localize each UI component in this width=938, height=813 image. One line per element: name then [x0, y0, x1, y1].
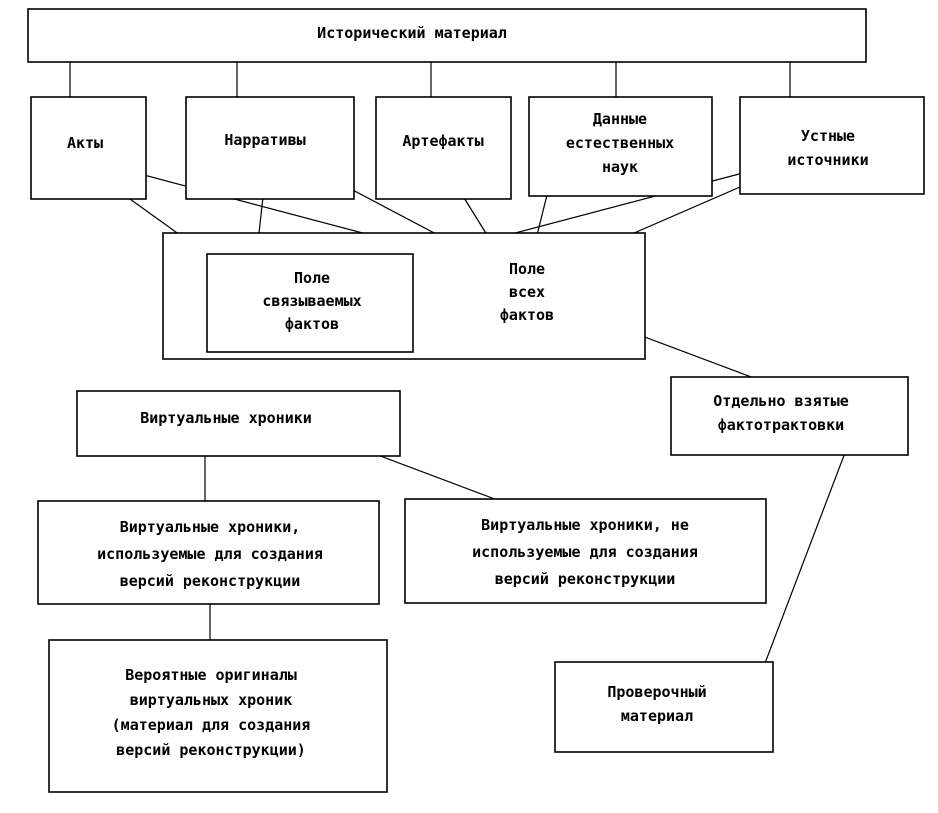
- virtual-chronicles-unused-box: [404, 498, 767, 604]
- label-line: используемые для создания: [97, 545, 323, 563]
- natural-science-data-label: Данные естественных наук: [566, 110, 674, 176]
- label-line: Проверочный: [607, 683, 706, 701]
- label-line: Поле: [509, 260, 545, 278]
- label-line: Отдельно взятые: [713, 392, 848, 410]
- acts-label: Акты: [67, 134, 103, 152]
- label-line: фактотрактовки: [718, 416, 844, 434]
- oral-sources-label: Устные источники: [787, 127, 868, 169]
- label-line: Виртуальные хроники: [140, 409, 312, 427]
- separate-fact-interpretations-label: Отдельно взятые фактотрактовки: [713, 392, 848, 434]
- label-line: фактов: [285, 315, 339, 333]
- field-of-all-facts-label: Поле всех фактов: [500, 260, 554, 324]
- label-line: Артефакты: [402, 132, 483, 150]
- artifacts-box: [375, 96, 512, 200]
- virtual-chronicles-used-label: Виртуальные хроники, используемые для соз…: [97, 518, 323, 590]
- field-of-linked-facts-label: Поле связываемых фактов: [262, 269, 361, 333]
- virtual-chronicles-box: [76, 390, 401, 457]
- virtual-chronicles-used-box: [37, 500, 380, 605]
- virtual-chronicles-unused-label: Виртуальные хроники, не используемые для …: [472, 516, 698, 588]
- narratives-box: [185, 96, 355, 200]
- historical-material-box: [27, 8, 867, 63]
- label-line: Поле: [294, 269, 330, 287]
- narratives-label: Нарративы: [224, 131, 305, 149]
- edge-interpretations-verification: [750, 436, 852, 701]
- verification-material-label: Проверочный материал: [607, 683, 706, 725]
- label-line: Нарративы: [224, 131, 305, 149]
- label-line: используемые для создания: [472, 543, 698, 561]
- artifacts-label: Артефакты: [402, 132, 483, 150]
- verification-material-box: [554, 661, 774, 753]
- label-line: Акты: [67, 134, 103, 152]
- label-line: версий реконструкции: [495, 570, 676, 588]
- label-line: источники: [787, 151, 868, 169]
- field-of-linked-facts-box: [206, 253, 414, 353]
- oral-sources-box: [739, 96, 925, 195]
- label-line: всех: [509, 283, 545, 301]
- label-line: версий реконструкции): [116, 741, 306, 759]
- label-line: наук: [602, 158, 638, 176]
- label-line: Вероятные оригиналы: [125, 666, 297, 684]
- separate-fact-interpretations-box: [670, 376, 909, 456]
- acts-box: [30, 96, 147, 200]
- label-line: связываемых: [262, 292, 361, 310]
- label-line: (материал для создания: [112, 716, 311, 734]
- label-line: материал: [621, 707, 693, 725]
- probable-originals-box: [48, 639, 388, 793]
- label-line: виртуальных хроник: [130, 691, 293, 709]
- label-line: Виртуальные хроники,: [120, 518, 301, 536]
- virtual-chronicles-label: Виртуальные хроники: [140, 409, 312, 427]
- label-line: Устные: [801, 127, 855, 145]
- label-line: Виртуальные хроники, не: [481, 516, 689, 534]
- label-line: Данные: [593, 110, 647, 128]
- historical-material-label: Исторический материал: [317, 24, 507, 42]
- label-line: Исторический материал: [317, 24, 507, 42]
- label-line: фактов: [500, 306, 554, 324]
- label-line: версий реконструкции: [120, 572, 301, 590]
- natural-science-data-box: [528, 96, 713, 197]
- probable-originals-label: Вероятные оригиналы виртуальных хроник (ма…: [112, 666, 311, 759]
- label-line: естественных: [566, 134, 674, 152]
